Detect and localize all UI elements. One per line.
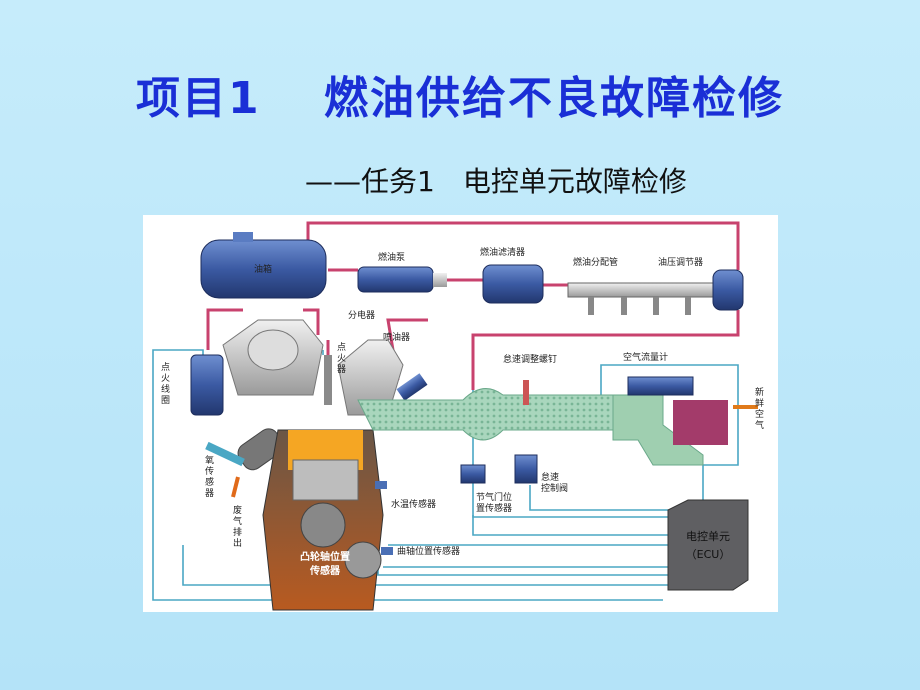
svg-text:排: 排 [233, 526, 242, 538]
svg-text:节气门位: 节气门位 [476, 491, 512, 503]
svg-text:气: 气 [755, 419, 764, 431]
svg-text:传: 传 [205, 465, 214, 477]
svg-text:空: 空 [755, 408, 764, 420]
coolant-temp-sensor: 水温传感器 [375, 481, 436, 510]
fuel-tank: 油箱 [200, 232, 327, 299]
fuel-rail: 燃油分配管 [567, 256, 719, 315]
svg-text:器: 器 [205, 488, 214, 499]
svg-text:曲轴位置传感器: 曲轴位置传感器 [397, 545, 460, 557]
svg-text:器: 器 [337, 364, 346, 375]
engine-block: 凸轮轴位置 传感器 [262, 429, 384, 611]
fuel-pump-label: 燃油泵 [378, 251, 405, 263]
spark-plug: 点 火 器 [324, 342, 346, 405]
fuel-injector: 喷油器 [383, 331, 428, 401]
efi-system-diagram: 油箱 燃油泵 燃油滤清器 燃油分配管 油压调节器 分电器 点 火 器 [143, 215, 778, 612]
pressure-regulator-label: 油压调节器 [658, 256, 703, 268]
svg-text:线: 线 [161, 383, 170, 395]
ignition-coil: 点 火 线 圈 [161, 354, 224, 416]
svg-text:新: 新 [755, 386, 764, 398]
fuel-rail-label: 燃油分配管 [573, 256, 618, 268]
svg-text:火: 火 [161, 373, 170, 384]
svg-text:氧: 氧 [205, 454, 214, 466]
slide-subtitle: ——任务1 电控单元故障检修 [305, 165, 687, 198]
exhaust-manifold: 氧 传 感 器 废 气 排 出 [205, 428, 284, 549]
svg-text:火: 火 [337, 353, 346, 364]
svg-text:鲜: 鲜 [755, 397, 764, 409]
throttle-position-sensor: 节气门位 置传感器 [460, 464, 512, 514]
svg-text:水温传感器: 水温传感器 [391, 498, 436, 510]
svg-text:出: 出 [233, 537, 242, 549]
ecu-unit: 电控单元 （ECU） [667, 499, 749, 591]
fuel-tank-label: 油箱 [254, 263, 272, 275]
svg-text:点: 点 [337, 342, 346, 353]
distributor-label: 分电器 [348, 309, 375, 321]
intake-manifold [357, 388, 704, 466]
slide-title: 项目1 燃油供给不良故障检修 [136, 73, 784, 124]
air-flow-meter-label: 空气流量计 [623, 351, 668, 363]
air-flow-meter: 空气流量计 新 鲜 空 气 [623, 351, 764, 445]
svg-text:控制阀: 控制阀 [541, 482, 568, 494]
pressure-regulator: 油压调节器 [658, 256, 744, 311]
svg-text:电控单元: 电控单元 [686, 529, 730, 543]
svg-text:感: 感 [205, 476, 214, 488]
idle-control-valve: 怠速 控制阀 [514, 454, 568, 494]
svg-text:点: 点 [161, 362, 170, 373]
svg-text:（ECU）: （ECU） [686, 548, 731, 561]
idle-screw-label: 怠速调整螺钉 [503, 353, 557, 365]
svg-text:圈: 圈 [161, 395, 170, 406]
cylinder-head: 分电器 [222, 309, 404, 416]
fuel-pump: 燃油泵 [357, 251, 447, 293]
svg-text:废: 废 [233, 504, 242, 516]
fuel-filter-label: 燃油滤清器 [480, 246, 525, 258]
injector-label: 喷油器 [383, 331, 410, 343]
crank-position-sensor: 曲轴位置传感器 [381, 545, 460, 557]
svg-text:气: 气 [233, 515, 242, 527]
fuel-filter: 燃油滤清器 [480, 246, 544, 304]
svg-text:凸轮轴位置: 凸轮轴位置 [300, 550, 350, 563]
svg-text:怠速: 怠速 [541, 471, 559, 483]
idle-adjust-screw: 怠速调整螺钉 [503, 353, 557, 405]
svg-text:置传感器: 置传感器 [476, 502, 512, 514]
svg-text:传感器: 传感器 [309, 564, 341, 577]
fuel-lines [206, 221, 740, 390]
